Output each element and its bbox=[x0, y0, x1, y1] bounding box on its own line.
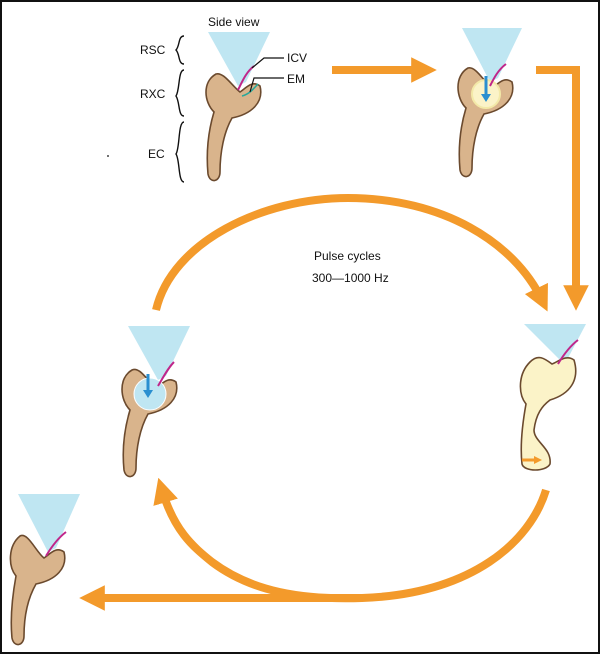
icv-callout bbox=[251, 57, 284, 69]
em-line bbox=[241, 83, 259, 97]
icv-line bbox=[45, 531, 67, 557]
flow-arrowhead-icon bbox=[481, 94, 491, 102]
arrow-to-panel-3 bbox=[536, 66, 589, 311]
icv-label: ICV bbox=[287, 51, 307, 65]
icv-line bbox=[489, 63, 507, 87]
ec-brace bbox=[175, 121, 185, 183]
ec-label: EC bbox=[148, 147, 165, 161]
tissue-shape bbox=[519, 356, 577, 471]
needle-shape bbox=[462, 28, 522, 82]
needle-shape bbox=[128, 326, 190, 380]
arrow-arc-bottom bbox=[153, 477, 550, 603]
panel-refill bbox=[9, 494, 80, 646]
em-label: EM bbox=[287, 72, 305, 86]
side-view-label: Side view bbox=[208, 15, 260, 29]
em-callout bbox=[249, 77, 284, 93]
needle-shape bbox=[208, 32, 270, 86]
tissue-shape bbox=[9, 534, 66, 646]
panel-liquid-expansion bbox=[519, 324, 586, 471]
arrow-arc-top bbox=[152, 193, 548, 312]
flow-arrowhead-icon bbox=[143, 390, 153, 398]
stray-dot bbox=[107, 155, 109, 157]
ejection-arrowhead-icon bbox=[534, 456, 542, 464]
rxc-label: RXC bbox=[140, 87, 166, 101]
icv-line bbox=[157, 361, 175, 387]
rsc-label: RSC bbox=[140, 43, 166, 57]
icv-line bbox=[557, 339, 579, 365]
rsc-brace bbox=[175, 35, 185, 65]
needle-shape bbox=[524, 324, 586, 362]
rxc-brace bbox=[175, 69, 185, 117]
panel-bubble-collapse bbox=[121, 326, 190, 478]
tissue-shape bbox=[205, 73, 262, 182]
panel-side-view: Side view RSC RXC EC ICV EM bbox=[140, 15, 307, 183]
pulse-cycles-label: Pulse cycles bbox=[314, 249, 381, 263]
panel-bubble-forming bbox=[457, 28, 522, 178]
pulse-frequency-label: 300—1000 Hz bbox=[312, 271, 389, 285]
needle-shape bbox=[18, 494, 80, 552]
